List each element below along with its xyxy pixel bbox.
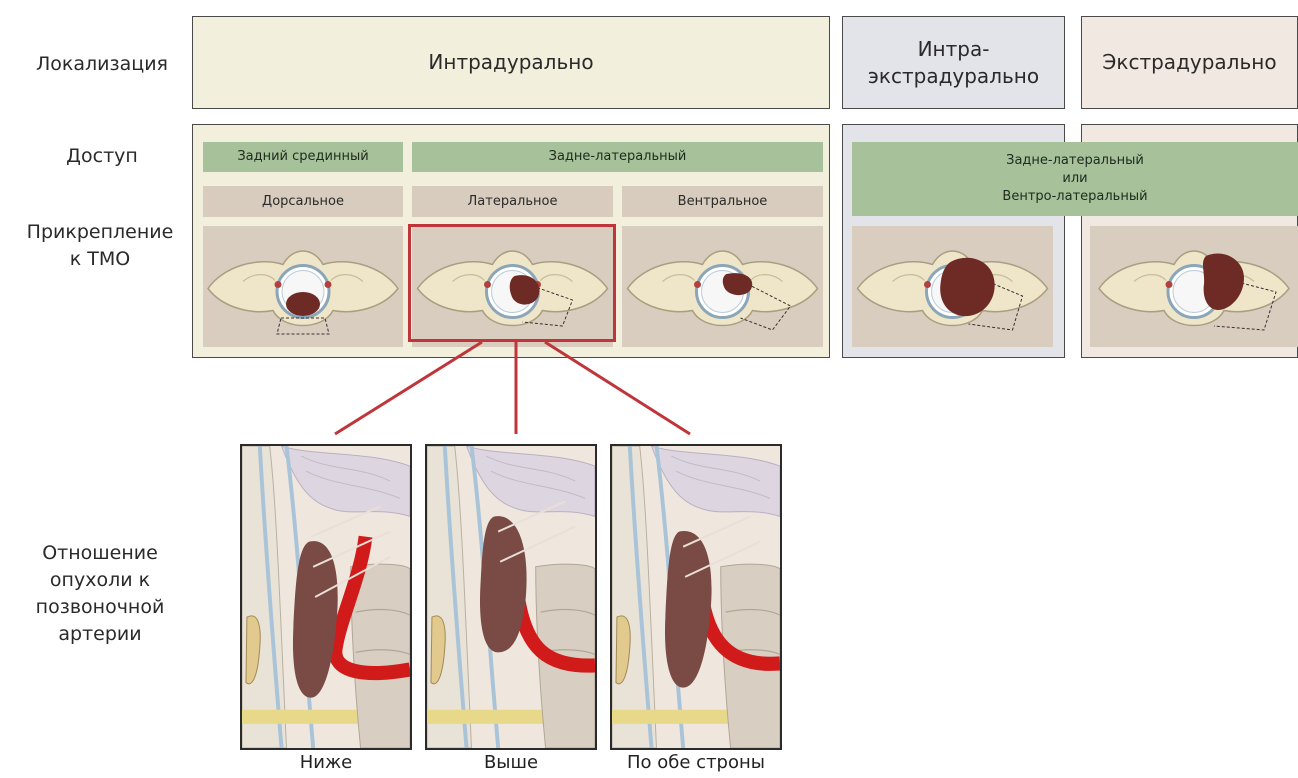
- attachment-lateral: Латеральное: [412, 186, 613, 217]
- row-label-localization: Локализация: [22, 51, 182, 78]
- header-extradural: Экстрадурально: [1081, 16, 1298, 109]
- illustration-dorsal-attachment: [203, 226, 403, 347]
- illustration-ventral-attachment: [622, 226, 823, 347]
- access-posterolateral-or-ventrolateral: Задне-латеральный или Вентро-латеральный: [852, 142, 1298, 216]
- illustration-intra-extradural: [852, 226, 1053, 347]
- header-extradural-label: Экстрадурально: [1102, 49, 1276, 76]
- attachment-dorsal: Дорсальное: [203, 186, 403, 217]
- row-label-attachment: Прикрепление к ТМО: [14, 219, 186, 273]
- attachment-dorsal-label: Дорсальное: [262, 194, 344, 209]
- header-intra-extradural-label: Интра- экстрадурально: [868, 36, 1039, 90]
- header-intradural: Интрадурально: [192, 16, 830, 109]
- header-intra-extradural: Интра- экстрадурально: [842, 16, 1065, 109]
- row-label-artery-relation: Отношение опухоли к позвоночной артерии: [20, 540, 180, 648]
- sagittal-panel-both-sides: [610, 444, 782, 750]
- attachment-lateral-label: Латеральное: [468, 194, 558, 209]
- access-posterolateral-label: Задне-латеральный: [549, 148, 687, 166]
- lateral-highlight-frame: [408, 224, 616, 342]
- row-label-access: Доступ: [22, 143, 182, 170]
- access-posterolateral: Задне-латеральный: [412, 142, 823, 172]
- access-posterolateral-or-ventrolateral-label: Задне-латеральный или Вентро-латеральный: [1002, 152, 1147, 206]
- access-posterior-median-label: Задний срединный: [237, 148, 368, 166]
- attachment-ventral-label: Вентральное: [678, 194, 768, 209]
- caption-above: Выше: [425, 752, 597, 773]
- header-intradural-label: Интрадурально: [428, 49, 593, 76]
- caption-both-sides: По обе строны: [600, 752, 792, 773]
- caption-below: Ниже: [240, 752, 412, 773]
- attachment-ventral: Вентральное: [622, 186, 823, 217]
- sagittal-panel-below: [240, 444, 412, 750]
- access-posterior-median: Задний срединный: [203, 142, 403, 172]
- sagittal-panel-above: [425, 444, 597, 750]
- illustration-extradural: [1090, 226, 1298, 347]
